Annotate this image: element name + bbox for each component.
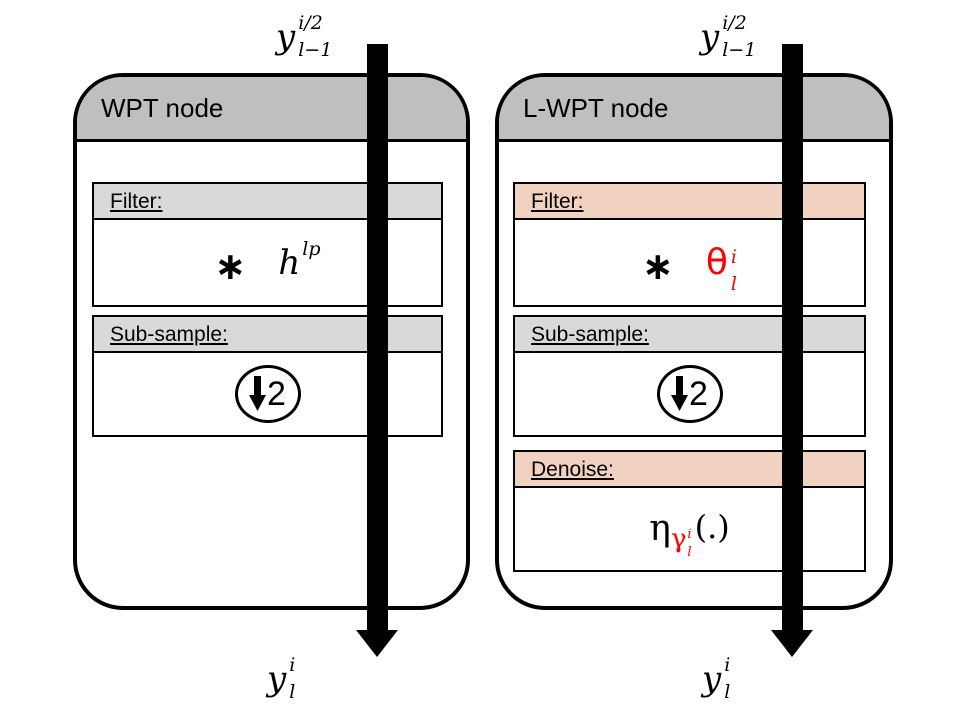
wpt-subsample-body: 2 — [94, 353, 441, 435]
downsample-factor: 2 — [267, 375, 286, 413]
wpt-node-title: WPT node — [101, 93, 224, 123]
flow-arrow-right-shaft — [782, 44, 803, 632]
eta-symbol: η — [649, 508, 671, 549]
downsample-factor: 2 — [689, 375, 708, 413]
learned-filter-theta: θ — [705, 241, 728, 283]
lwpt-node-title: L-WPT node — [523, 93, 669, 123]
lwpt-subsample-section: Sub-sample: 2 — [513, 315, 866, 437]
lwpt-denoise-header: Denoise: — [515, 452, 864, 488]
lwpt-node-header: L-WPT node — [499, 77, 889, 142]
lwpt-filter-label: Filter: — [531, 189, 584, 213]
filter-coefficient-sup: lp — [302, 238, 321, 260]
downsample-symbol: 2 — [656, 365, 723, 423]
lwpt-filter-header: Filter: — [515, 184, 864, 220]
lwpt-subsample-body: 2 — [515, 353, 864, 435]
wpt-filter-header: Filter: — [94, 184, 441, 220]
filter-coefficient: h — [278, 242, 301, 283]
lwpt-subsample-header: Sub-sample: — [515, 317, 864, 353]
wpt-node-header: WPT node — [77, 77, 466, 142]
down-arrow-icon — [249, 376, 267, 411]
flow-arrow-right-head — [771, 630, 813, 657]
down-arrow-icon — [671, 376, 689, 411]
convolution-operator: ∗ — [642, 243, 674, 288]
lwpt-subsample-label: Sub-sample: — [531, 322, 649, 346]
flow-arrow-left-head — [356, 630, 398, 657]
lwpt-denoise-label: Denoise: — [531, 457, 614, 481]
convolution-operator: ∗ — [214, 243, 247, 288]
wpt-filter-label: Filter: — [110, 189, 163, 213]
wpt-subsample-header: Sub-sample: — [94, 317, 441, 353]
math-base: y — [267, 659, 287, 699]
wpt-subsample-section: Sub-sample: 2 — [92, 315, 443, 437]
flow-arrow-left-shaft — [367, 44, 388, 632]
wpt-subsample-label: Sub-sample: — [110, 322, 228, 346]
downsample-symbol: 2 — [234, 365, 301, 423]
function-argument: (.) — [694, 508, 730, 546]
gamma-symbol: γ — [670, 523, 687, 554]
math-base: y — [702, 659, 722, 699]
math-base: y — [276, 17, 296, 57]
math-base: y — [700, 17, 720, 57]
